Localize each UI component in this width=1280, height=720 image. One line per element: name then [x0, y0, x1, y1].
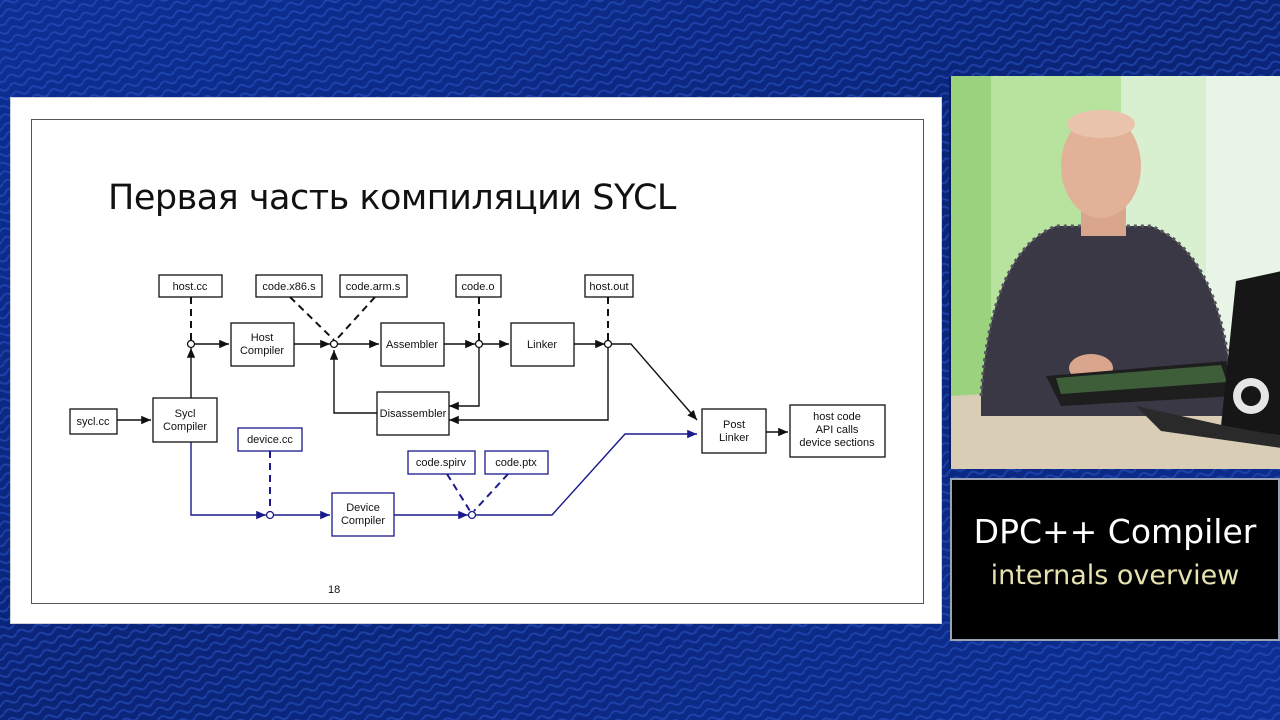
- svg-text:host.cc: host.cc: [173, 281, 208, 293]
- slide-title: Первая часть компиляции SYCL: [108, 178, 676, 218]
- svg-text:Disassembler: Disassembler: [380, 408, 447, 420]
- caption-title: DPC++ Compiler: [973, 512, 1257, 551]
- node-sycl-cc: sycl.cc: [69, 408, 118, 435]
- svg-text:Linker: Linker: [527, 339, 557, 351]
- node-code-spirv: code.spirv: [407, 450, 476, 475]
- svg-text:Compiler: Compiler: [163, 421, 207, 433]
- svg-text:Assembler: Assembler: [386, 339, 438, 351]
- svg-text:sycl.cc: sycl.cc: [77, 416, 111, 428]
- svg-text:device sections: device sections: [799, 437, 875, 449]
- node-host-compiler: Host Compiler: [230, 322, 295, 367]
- svg-text:Linker: Linker: [719, 432, 749, 444]
- node-sycl-compiler: Sycl Compiler: [152, 397, 218, 443]
- svg-text:code.ptx: code.ptx: [495, 457, 537, 469]
- junctions: [186, 339, 613, 520]
- device-dashed-links: [269, 451, 509, 512]
- svg-text:API calls: API calls: [816, 424, 859, 436]
- svg-text:device.cc: device.cc: [247, 434, 293, 446]
- svg-text:Host: Host: [251, 332, 274, 344]
- laptop: [1136, 271, 1280, 448]
- caption-subtitle: internals overview: [990, 560, 1240, 591]
- node-assembler: Assembler: [380, 322, 445, 367]
- svg-text:Compiler: Compiler: [240, 345, 284, 357]
- slide-page-number: 18: [328, 584, 341, 596]
- svg-text:Device: Device: [346, 502, 380, 514]
- svg-text:code.spirv: code.spirv: [416, 457, 467, 469]
- node-code-x86: code.x86.s: [255, 274, 323, 298]
- speaker-scene: [951, 76, 1280, 469]
- node-code-ptx: code.ptx: [484, 450, 549, 475]
- svg-text:host code: host code: [813, 411, 861, 423]
- talk-caption: DPC++ Compiler internals overview: [950, 478, 1280, 641]
- keyboard: [1046, 361, 1236, 406]
- node-host-cc: host.cc: [158, 274, 223, 298]
- svg-text:host.out: host.out: [589, 281, 628, 293]
- node-host-code-output: host code API calls device sections: [789, 404, 886, 458]
- node-device-compiler: Device Compiler: [331, 492, 395, 537]
- svg-text:code.x86.s: code.x86.s: [262, 281, 316, 293]
- speaker-video: [949, 76, 1280, 469]
- node-post-linker: Post Linker: [701, 408, 767, 454]
- slide-content-border: Первая часть компиляции SYCL: [31, 119, 924, 604]
- node-linker: Linker: [510, 322, 575, 367]
- node-host-out: host.out: [584, 274, 634, 298]
- svg-text:code.o: code.o: [461, 281, 494, 293]
- node-code-arm: code.arm.s: [339, 274, 408, 298]
- svg-text:Sycl: Sycl: [175, 408, 196, 420]
- compilation-diagram: host.cc code.x86.s code.arm.s code.o hos…: [69, 274, 886, 537]
- host-dashed-links: [190, 296, 609, 341]
- host-edges: [72, 339, 788, 437]
- node-disassembler: Disassembler: [376, 391, 450, 436]
- svg-text:Compiler: Compiler: [341, 515, 385, 527]
- slide: Первая часть компиляции SYCL: [10, 97, 942, 624]
- node-code-o: code.o: [455, 274, 502, 298]
- svg-text:code.arm.s: code.arm.s: [346, 281, 401, 293]
- svg-text:Post: Post: [723, 419, 745, 431]
- device-edges: [190, 429, 697, 520]
- node-device-cc: device.cc: [237, 427, 303, 452]
- speaker-person: [979, 110, 1233, 416]
